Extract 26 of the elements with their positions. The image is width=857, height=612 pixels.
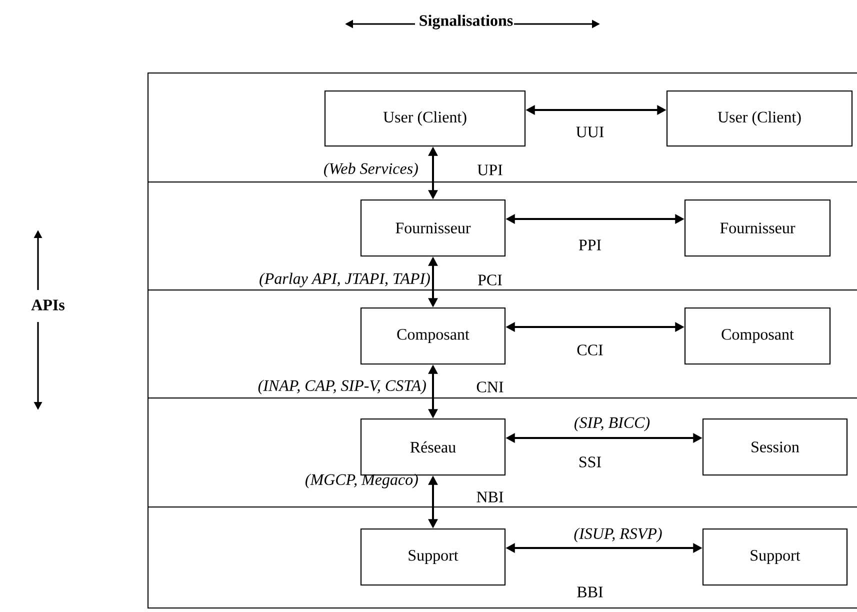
layer-box: User (Client) xyxy=(324,90,526,147)
interface-label: CCI xyxy=(577,344,603,356)
axis-title: APIs xyxy=(31,300,64,310)
axis-title: Signalisations xyxy=(420,14,513,30)
protocol-label: (Web Services) xyxy=(324,162,418,178)
protocol-label: (INAP, CAP, SIP-V, CSTA) xyxy=(258,380,426,394)
protocol-label: (Parlay API, JTAPI, TAPI) xyxy=(260,272,430,288)
layer-box: Fournisseur xyxy=(684,199,831,257)
layer-box: Support xyxy=(360,528,506,586)
protocol-label: (MGCP, Megaco) xyxy=(306,474,418,488)
interface-label: PCI xyxy=(478,274,502,286)
interface-label: SSI xyxy=(580,456,601,468)
protocol-label: (ISUP, RSVP) xyxy=(574,528,662,542)
interface-label: BBI xyxy=(577,586,603,598)
interface-label: NBI xyxy=(476,492,504,502)
interface-label: UUI xyxy=(576,126,604,138)
layer-box: Composant xyxy=(684,307,831,365)
interface-label: CNI xyxy=(476,382,504,392)
layer-box: Fournisseur xyxy=(360,199,506,257)
layer-box: Composant xyxy=(360,307,506,365)
layer-box: Session xyxy=(702,418,848,476)
protocol-label: (SIP, BICC) xyxy=(574,416,650,432)
interface-label: UPI xyxy=(477,164,502,176)
layer-box: User (Client) xyxy=(666,90,853,147)
interface-label: PPI xyxy=(578,240,601,250)
layer-box: Support xyxy=(702,528,848,586)
